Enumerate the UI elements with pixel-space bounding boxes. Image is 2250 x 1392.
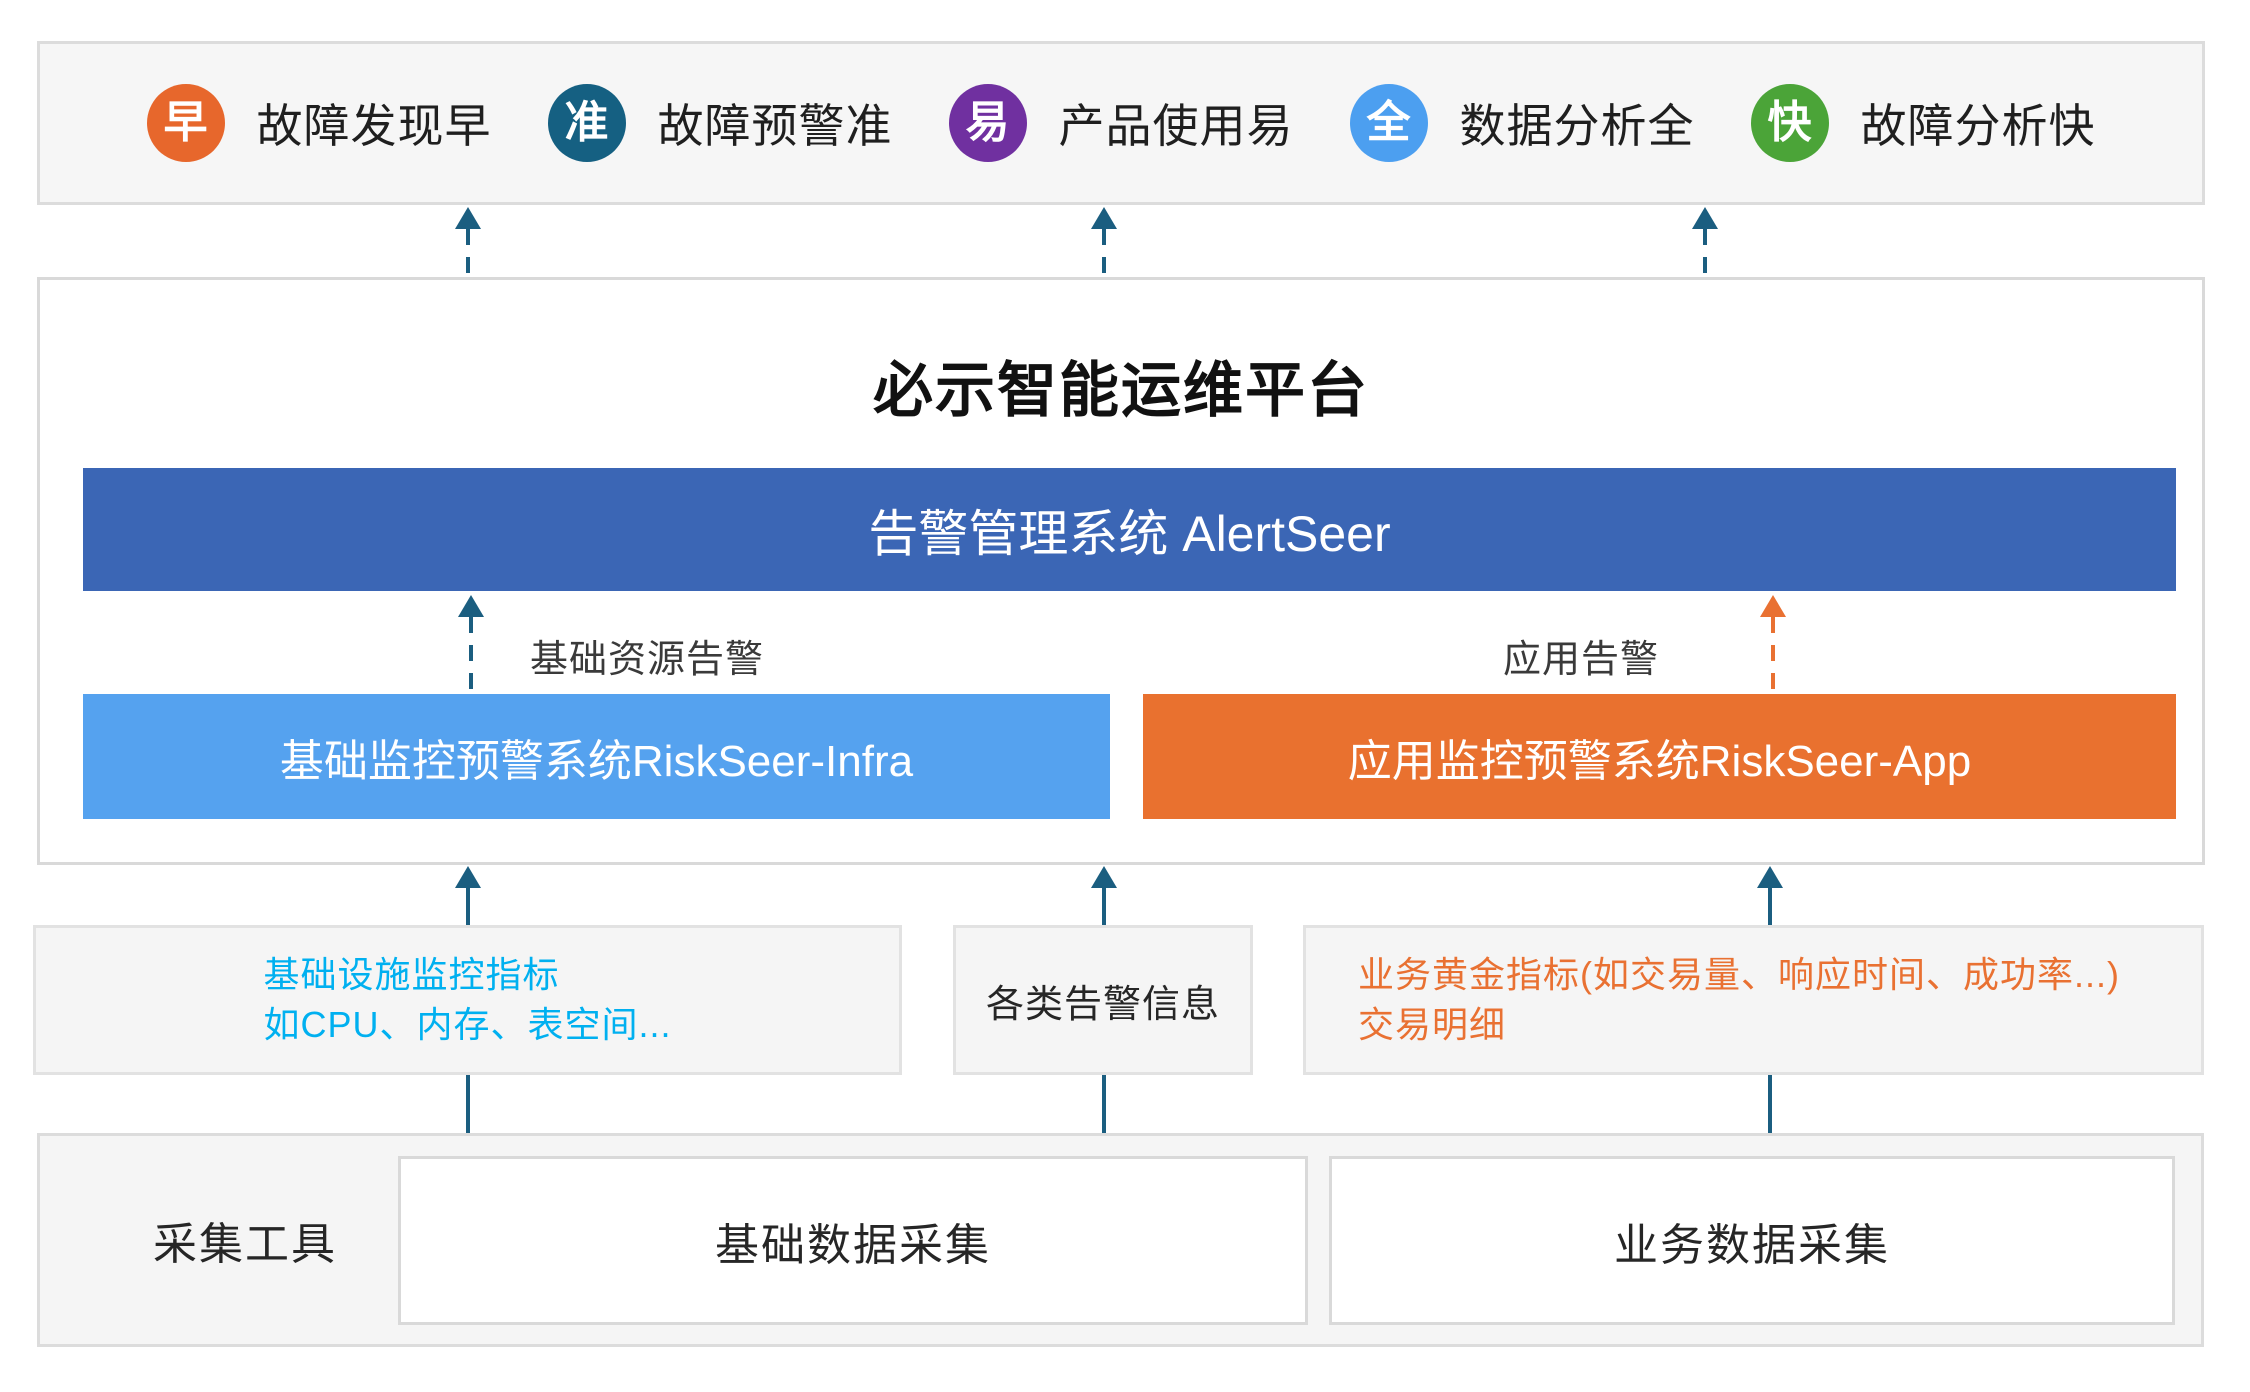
basic-data-collection-box: 基础数据采集 bbox=[398, 1156, 1308, 1325]
arrow-head-icon bbox=[1091, 866, 1117, 888]
infra-metrics-text: 基础设施监控指标 如CPU、内存、表空间... bbox=[263, 950, 671, 1050]
arrow-platform-to-features-right bbox=[1692, 207, 1718, 277]
arrow-platform-to-features-center bbox=[1091, 207, 1117, 277]
arrow-shaft bbox=[1771, 617, 1775, 691]
feature-item-early: 早 故障发现早 bbox=[146, 84, 492, 162]
business-metrics-line1: 业务黄金指标(如交易量、响应时间、成功率...) bbox=[1358, 954, 2120, 995]
feature-item-accurate: 准 故障预警准 bbox=[547, 84, 893, 162]
line-basic-to-infra-metrics bbox=[466, 1075, 470, 1133]
collection-tools-container: 采集工具 基础数据采集 业务数据采集 bbox=[37, 1133, 2204, 1347]
arrow-shaft bbox=[1703, 229, 1707, 277]
arrow-infra-metrics-to-platform bbox=[455, 866, 481, 925]
business-data-collection-box: 业务数据采集 bbox=[1329, 1156, 2175, 1325]
alertseer-bar: 告警管理系统 AlertSeer bbox=[83, 468, 2176, 591]
platform-container: 必示智能运维平台 告警管理系统 AlertSeer 基础资源告警 应用告警 基础… bbox=[37, 277, 2205, 865]
infra-metrics-box: 基础设施监控指标 如CPU、内存、表空间... bbox=[33, 925, 902, 1075]
arrow-head-icon bbox=[458, 595, 484, 617]
easy-badge-icon: 易 bbox=[948, 84, 1027, 162]
arrow-alerts-to-platform bbox=[1091, 866, 1117, 925]
arrow-shaft bbox=[1102, 888, 1106, 925]
complete-badge-icon: 全 bbox=[1349, 84, 1428, 162]
line-basic-to-alerts bbox=[1102, 1075, 1106, 1133]
feature-label: 故障发现早 bbox=[256, 100, 492, 152]
arrow-platform-to-features-left bbox=[455, 207, 481, 277]
business-metrics-box: 业务黄金指标(如交易量、响应时间、成功率...) 交易明细 bbox=[1303, 925, 2204, 1075]
arrow-shaft bbox=[469, 617, 473, 691]
arrow-shaft bbox=[1768, 888, 1772, 925]
arrow-head-icon bbox=[1760, 595, 1786, 617]
feature-item-fast: 快 故障分析快 bbox=[1750, 84, 2096, 162]
feature-label: 数据分析全 bbox=[1459, 100, 1695, 152]
riskseer-infra-bar: 基础监控预警系统RiskSeer-Infra bbox=[83, 694, 1110, 819]
arrow-head-icon bbox=[455, 866, 481, 888]
arrow-shaft bbox=[466, 888, 470, 925]
arrow-shaft bbox=[1102, 229, 1106, 277]
feature-item-easy: 易 产品使用易 bbox=[948, 84, 1294, 162]
fast-badge-icon: 快 bbox=[1750, 84, 1829, 162]
arrow-business-to-platform bbox=[1757, 866, 1783, 925]
platform-title: 必示智能运维平台 bbox=[873, 357, 1369, 424]
feature-label: 产品使用易 bbox=[1058, 100, 1294, 152]
infra-alert-flow-label: 基础资源告警 bbox=[530, 639, 765, 681]
business-metrics-text: 业务黄金指标(如交易量、响应时间、成功率...) 交易明细 bbox=[1358, 950, 2120, 1050]
business-metrics-line2: 交易明细 bbox=[1358, 1004, 1507, 1045]
arrow-head-icon bbox=[1091, 207, 1117, 229]
early-badge-icon: 早 bbox=[146, 84, 225, 162]
accurate-badge-icon: 准 bbox=[547, 84, 626, 162]
arrow-head-icon bbox=[1757, 866, 1783, 888]
features-bar: 早 故障发现早 准 故障预警准 易 产品使用易 全 数据分析全 快 故障分析快 bbox=[37, 41, 2205, 205]
riskseer-app-bar: 应用监控预警系统RiskSeer-App bbox=[1143, 694, 2176, 819]
arrow-head-icon bbox=[455, 207, 481, 229]
line-business-to-business-metrics bbox=[1768, 1075, 1772, 1133]
app-alert-flow-label: 应用告警 bbox=[1503, 639, 1660, 681]
arrow-app-to-alertseer bbox=[1760, 595, 1786, 691]
feature-item-complete: 全 数据分析全 bbox=[1349, 84, 1695, 162]
arrow-shaft bbox=[466, 229, 470, 277]
alerts-info-box: 各类告警信息 bbox=[953, 925, 1253, 1075]
infra-metrics-line1: 基础设施监控指标 bbox=[263, 954, 560, 995]
feature-label: 故障分析快 bbox=[1860, 100, 2096, 152]
collection-tools-label: 采集工具 bbox=[153, 1220, 337, 1269]
arrow-infra-to-alertseer bbox=[458, 595, 484, 691]
infra-metrics-line2: 如CPU、内存、表空间... bbox=[263, 1004, 672, 1045]
arrow-head-icon bbox=[1692, 207, 1718, 229]
feature-label: 故障预警准 bbox=[657, 100, 893, 152]
